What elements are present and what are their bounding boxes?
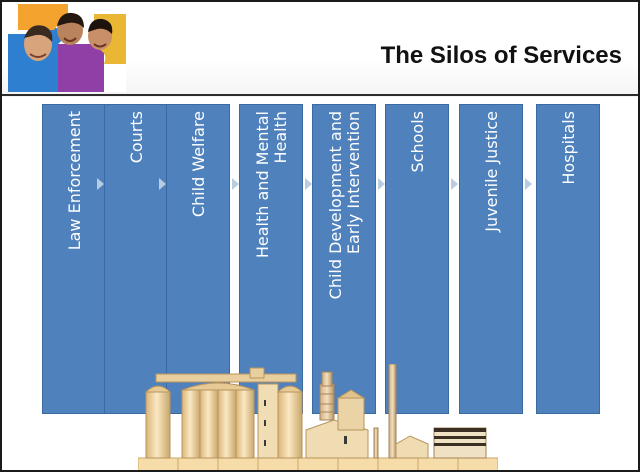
slide-title: The Silos of Services [380,42,622,69]
grain-silo-factory-illustration [138,364,498,470]
silo-column-child-development: Child Development and Early Intervention [312,104,376,414]
chevron-right-icon [378,178,385,190]
chevron-right-icon [451,178,458,190]
silo-label: Hospitals [559,111,578,185]
silo-column-hospitals: Hospitals [536,104,600,414]
silo-column-law-enforcement: Law Enforcement [42,104,106,414]
silo-column-schools: Schools [385,104,449,414]
silo-column-juvenile-justice: Juvenile Justice [459,104,523,414]
silo-column-child-welfare: Child Welfare [166,104,230,414]
chevron-right-icon [525,178,532,190]
header-divider [2,94,638,96]
people-puzzle-photo [8,4,126,92]
chevron-right-icon [305,178,312,190]
silo-column-courts: Courts [104,104,168,414]
silo-column-health: Health and Mental Health [239,104,303,414]
chevron-right-icon [159,178,166,190]
silo-label: Law Enforcement [65,111,84,251]
chevron-right-icon [97,178,104,190]
chevron-right-icon [232,178,239,190]
